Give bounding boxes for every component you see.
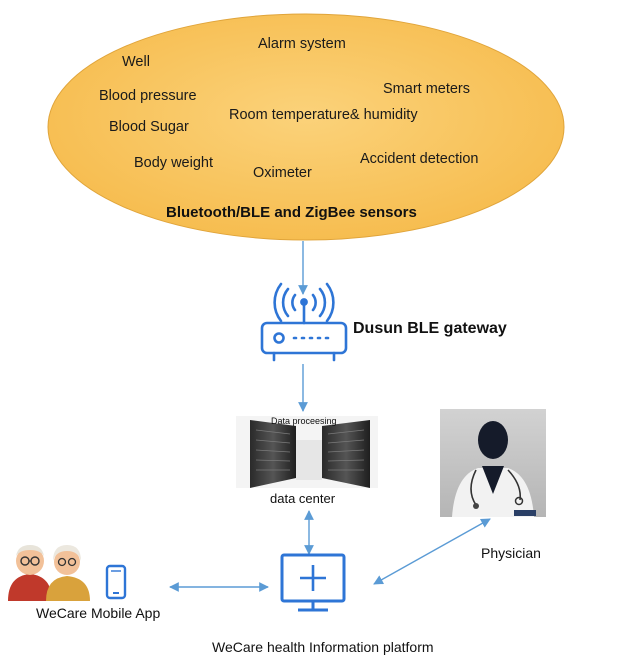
monitor-icon [280, 553, 346, 612]
sensor-blood-sugar: Blood Sugar [109, 119, 189, 135]
sensor-well: Well [122, 54, 150, 70]
platform-label: WeCare health Information platform [212, 639, 434, 655]
sensor-body-weight: Body weight [134, 155, 213, 171]
mobile-phone-icon [105, 564, 127, 600]
datacenter-inner-label: Data proceesing [271, 416, 337, 426]
server-racks-icon [236, 416, 378, 488]
gateway-label: Dusun BLE gateway [353, 320, 507, 337]
physician-image [440, 409, 546, 517]
sensor-blood-pressure: Blood pressure [99, 88, 197, 104]
sensor-accident-detection: Accident detection [360, 151, 479, 167]
sensor-smart-meters: Smart meters [383, 81, 471, 97]
sensor-cloud-ellipse [47, 13, 565, 241]
sensor-oximeter: Oximeter [253, 165, 312, 181]
datacenter-label: data center [270, 491, 336, 506]
router-icon [260, 282, 348, 362]
elderly-couple-icon [8, 545, 90, 601]
physician-label: Physician [481, 545, 541, 561]
mobile-app-label: WeCare Mobile App [36, 605, 161, 621]
arrow-platform-physician [373, 518, 491, 585]
sensors-caption: Bluetooth/BLE and ZigBee sensors [166, 204, 417, 221]
sensor-alarm-system: Alarm system [258, 36, 346, 52]
sensor-room-temperature-humidity: Room temperature& humidity [229, 107, 418, 123]
